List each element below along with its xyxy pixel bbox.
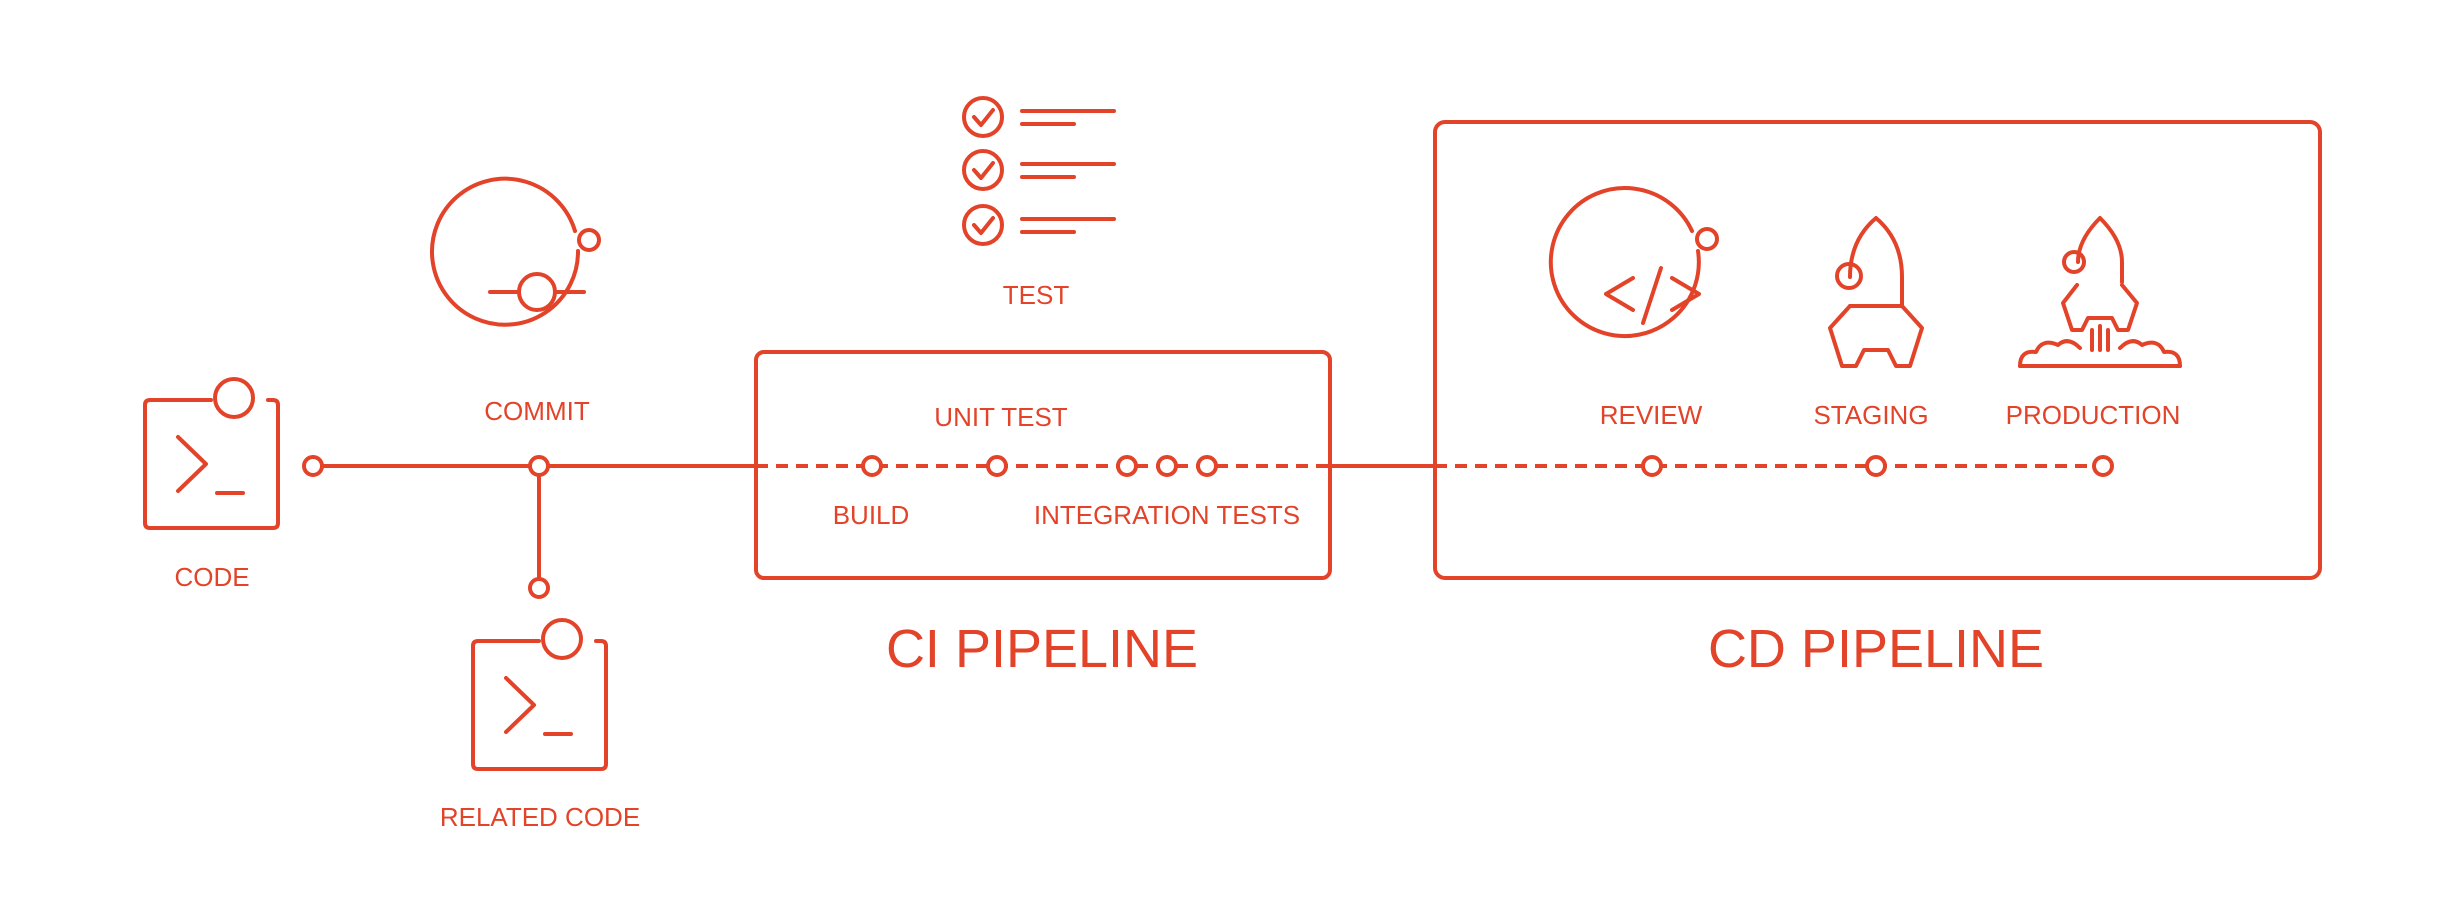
integration-test-node [1196,455,1218,477]
integration-test-node [1156,455,1178,477]
code-label: CODE [174,562,249,592]
terminal-icon [471,618,608,771]
test-label: TEST [1003,280,1070,310]
build-node [861,455,883,477]
integration-test-node [1116,455,1138,477]
rocket-icon [1828,216,1924,368]
staging-node [1865,455,1887,477]
checklist-icon [962,96,1116,246]
review-label: REVIEW [1600,400,1703,430]
production-label: PRODUCTION [2006,400,2181,430]
unit-test-label: UNIT TEST [934,402,1068,432]
staging-label: STAGING [1813,400,1928,430]
unit-test-node [986,455,1008,477]
commit-node [528,455,550,477]
cd-pipeline-box [1433,120,2322,580]
commit-label: COMMIT [484,396,590,426]
related-code-label: RELATED CODE [440,802,640,832]
production-node [2092,455,2114,477]
build-label: BUILD [833,500,910,530]
cd-pipeline-title: CD PIPELINE [1708,619,2044,679]
integration-tests-label: INTEGRATION TESTS [1034,500,1300,530]
commit-icon [430,176,601,327]
terminal-icon [143,377,280,530]
code-review-icon [1548,186,1719,339]
related-code-node [528,577,550,599]
rocket-launch-icon [2018,216,2182,368]
ci-pipeline-title: CI PIPELINE [886,619,1198,679]
code-node [302,455,324,477]
review-node [1641,455,1663,477]
